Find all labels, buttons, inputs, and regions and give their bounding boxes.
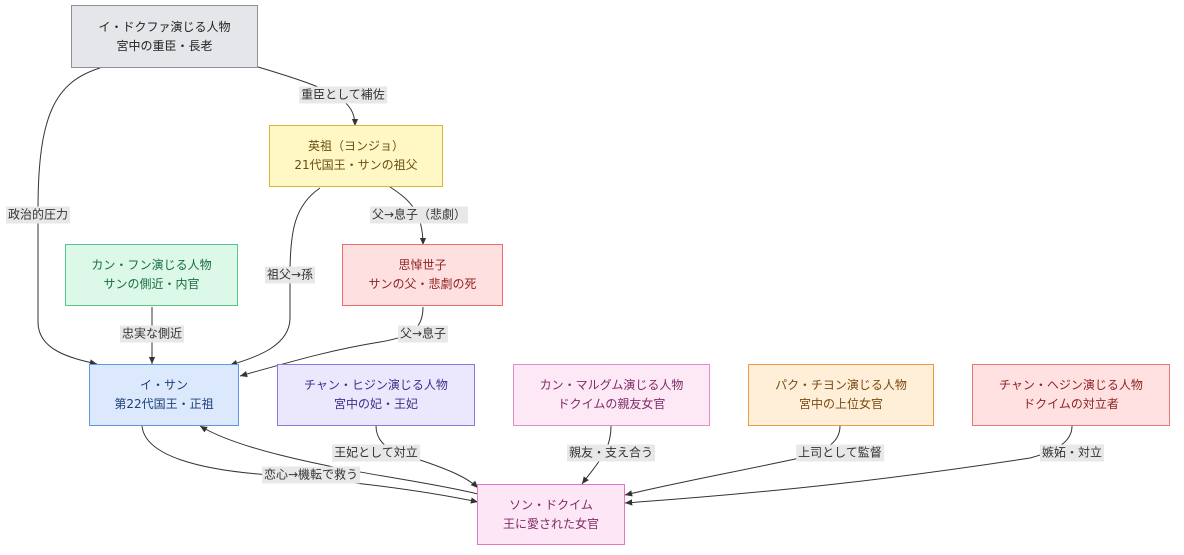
node-isan[interactable]: イ・サン 第22代国王・正祖: [89, 364, 239, 426]
edge-label-lee-to-yeongjo: 重臣として補佐: [299, 86, 387, 104]
edge-label-sado-to-isan: 父→息子: [397, 325, 449, 343]
node-dokim-line2: 王に愛された女官: [502, 516, 599, 531]
node-queen[interactable]: チャン・ヒジン演じる人物 宮中の妃・王妃: [277, 364, 475, 426]
node-isan-line2: 第22代国王・正祖: [114, 397, 214, 411]
edge-label-isan-to-dokim: 恋心→機転で救う: [261, 466, 361, 484]
node-rival-line1: チャン・ヘジン演じる人物: [999, 378, 1143, 392]
node-senior-line2: 宮中の上位女官: [798, 397, 883, 411]
edge-label-yeongjo-to-sado: 父→息子（悲劇）: [369, 206, 469, 224]
node-sado-line1: 思悼世子: [398, 258, 447, 272]
node-lee-dokhwa[interactable]: イ・ドクファ演じる人物 宮中の重臣・長老: [71, 5, 258, 68]
edge-label-queen-to-dokim: 王妃として対立: [332, 444, 420, 462]
node-kang-hun-line1: カン・フン演じる人物: [91, 258, 212, 272]
node-senior-line1: パク・チヨン演じる人物: [775, 378, 907, 392]
node-friend-line1: カン・マルグム演じる人物: [539, 378, 684, 392]
node-dokim[interactable]: ソン・ドクイム 王に愛された女官: [477, 484, 625, 545]
edge-label-kang-to-isan: 忠実な側近: [119, 325, 185, 343]
node-rival-line2: ドクイムの対立者: [1023, 397, 1119, 411]
node-friend-line2: ドクイムの親友女官: [557, 397, 666, 411]
node-queen-line1: チャン・ヒジン演じる人物: [304, 378, 448, 392]
edge-label-lee-to-isan: 政治的圧力: [5, 206, 71, 224]
node-lee-dokhwa-line1: イ・ドクファ演じる人物: [98, 19, 231, 34]
node-senior[interactable]: パク・チヨン演じる人物 宮中の上位女官: [748, 364, 934, 426]
node-friend[interactable]: カン・マルグム演じる人物 ドクイムの親友女官: [513, 364, 710, 426]
node-yeongjo-line1: 英祖（ヨンジョ）: [307, 139, 404, 153]
node-sado-line2: サンの父・悲劇の死: [368, 277, 477, 291]
node-kang-hun[interactable]: カン・フン演じる人物 サンの側近・内官: [65, 244, 238, 306]
edge-label-friend-to-dokim: 親友・支え合う: [566, 444, 656, 462]
node-yeongjo-line2: 21代国王・サンの祖父: [294, 158, 418, 172]
edge-label-yeongjo-to-isan: 祖父→孫: [264, 266, 316, 284]
node-kang-hun-line2: サンの側近・内官: [103, 277, 200, 291]
edge-isan-to-dokim: [141, 425, 479, 504]
node-yeongjo[interactable]: 英祖（ヨンジョ） 21代国王・サンの祖父: [269, 125, 443, 187]
node-sado[interactable]: 思悼世子 サンの父・悲劇の死: [342, 244, 503, 306]
edge-queen-to-dokim: [375, 425, 479, 489]
edge-label-senior-to-dokim: 上司として監督: [796, 444, 884, 462]
edge-senior-to-dokim: [624, 425, 841, 497]
edge-label-rival-to-dokim: 嫉妬・対立: [1039, 444, 1105, 462]
node-rival[interactable]: チャン・ヘジン演じる人物 ドクイムの対立者: [972, 364, 1170, 426]
edge-rival-to-dokim: [624, 425, 1073, 506]
node-queen-line2: 宮中の妃・王妃: [333, 397, 418, 411]
edge-lee-to-isan: [37, 67, 101, 366]
node-isan-line1: イ・サン: [139, 378, 188, 392]
edge-dokim-to-isan: [199, 425, 479, 495]
node-dokim-line1: ソン・ドクイム: [509, 497, 593, 512]
node-lee-dokhwa-line2: 宮中の重臣・長老: [116, 38, 213, 53]
